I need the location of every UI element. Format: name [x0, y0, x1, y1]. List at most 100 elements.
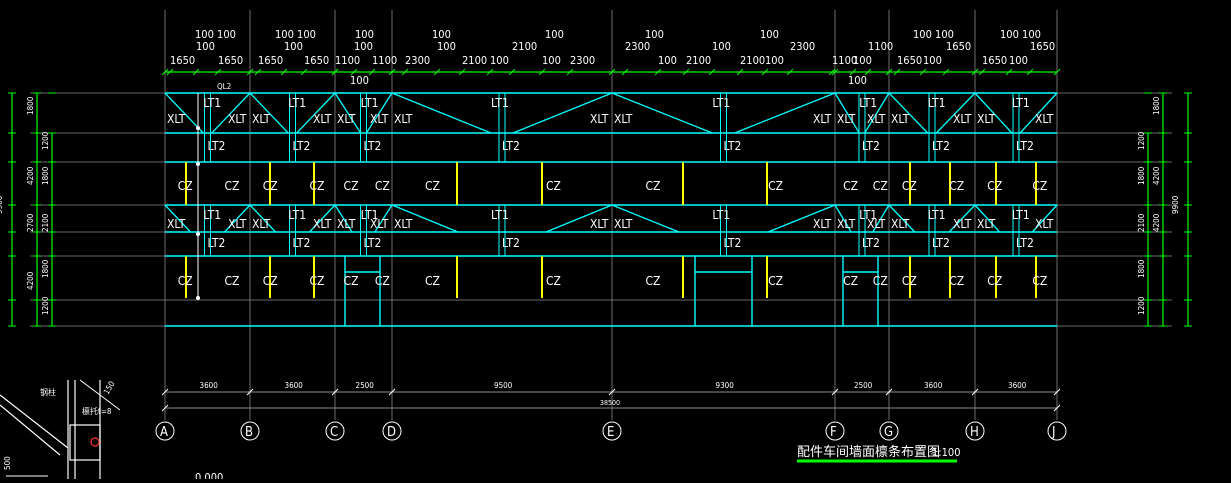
side-dim-text: 1800: [1137, 166, 1146, 185]
top-dim-row2: 1650: [218, 54, 243, 67]
bay-dimension: 9500: [494, 381, 513, 390]
label-cz: CZ: [873, 274, 888, 288]
top-dim-row1: 100: [432, 28, 451, 41]
top-dim-row2: 2300: [790, 40, 815, 53]
label-cz: CZ: [178, 274, 193, 288]
brace-diagonal: [611, 92, 713, 134]
ql2-label: QL2: [217, 82, 231, 91]
axis-label: F: [830, 425, 837, 440]
label-lt1: LT1: [288, 208, 306, 222]
label-cz: CZ: [225, 179, 240, 193]
dim-tick: [566, 68, 574, 76]
label-cz: CZ: [310, 179, 325, 193]
top-dim-row2: 100: [490, 54, 509, 67]
label-lt2: LT2: [1016, 236, 1034, 250]
label-xlt: XLT: [1035, 112, 1054, 126]
brace-diagonal: [249, 204, 276, 233]
label-lt2: LT2: [364, 236, 382, 250]
dim-tick: [682, 68, 690, 76]
detail-bolt: [90, 437, 100, 447]
label-xlt: XLT: [228, 217, 247, 231]
dim-tick: [350, 68, 358, 76]
top-dim-row2: 1650: [304, 54, 329, 67]
dim-tick: [331, 68, 339, 76]
label-cz: CZ: [225, 274, 240, 288]
label-xlt: XLT: [167, 112, 186, 126]
bay-dimension: 9300: [716, 381, 735, 390]
top-dim-below: 100: [350, 74, 369, 87]
label-lt2: LT2: [208, 139, 226, 153]
dim-tick: [1005, 68, 1013, 76]
label-xlt: XLT: [590, 112, 609, 126]
label-cz: CZ: [768, 274, 783, 288]
top-dim-row2: 1650: [1030, 40, 1055, 53]
drawing-title: 配件车间墙面檩条布置图: [797, 444, 940, 460]
brace-diagonal: [334, 204, 353, 233]
dim-tick: [942, 68, 950, 76]
side-dim-text: 1800: [41, 259, 50, 278]
dim-tick: [166, 68, 174, 76]
bay-dimension: 3600: [285, 381, 304, 390]
dim-tick: [1026, 68, 1034, 76]
label-cz: CZ: [902, 179, 917, 193]
label-lt1: LT1: [1012, 96, 1030, 110]
brace-diagonal: [164, 92, 204, 134]
detail-leader: [79, 379, 121, 411]
axis-bubble: [382, 421, 402, 441]
bay-tick: [831, 388, 839, 396]
label-cz: CZ: [1032, 179, 1047, 193]
dim-tick: [736, 68, 744, 76]
brace-diagonal: [365, 92, 393, 134]
label-lt1: LT1: [203, 96, 221, 110]
axis-label: A: [160, 425, 168, 440]
side-dim-text: 1800: [41, 166, 50, 185]
overall-tick: [1053, 404, 1061, 412]
label-cz: CZ: [344, 179, 359, 193]
dim-tick: [254, 68, 262, 76]
top-dim-row2: 100: [853, 54, 872, 67]
label-cz: CZ: [843, 179, 858, 193]
drawing-scale: 1:100: [932, 446, 961, 459]
dim-tick: [885, 68, 893, 76]
label-lt2: LT2: [293, 236, 311, 250]
axis-label: D: [387, 425, 396, 440]
label-cz: CZ: [873, 179, 888, 193]
label-xlt: XLT: [337, 217, 356, 231]
label-xlt: XLT: [167, 217, 186, 231]
dim-tick: [486, 68, 494, 76]
dim-tick: [864, 68, 872, 76]
label-xlt: XLT: [837, 112, 856, 126]
dim-tick: [761, 68, 769, 76]
dim-tick: [849, 68, 857, 76]
dim-tick: [828, 68, 836, 76]
label-xlt: XLT: [590, 217, 609, 231]
label-cz: CZ: [645, 179, 660, 193]
brace-diagonal: [249, 92, 289, 134]
side-dim-text: 9900: [1171, 195, 1180, 214]
brace-diagonal: [734, 92, 836, 134]
label-cz: CZ: [375, 274, 390, 288]
top-dim-row1: 100 100: [275, 28, 316, 41]
dim-tick: [831, 68, 839, 76]
brace-diagonal: [334, 92, 362, 134]
brace-diagonal: [767, 204, 836, 233]
side-dim-text: 1800: [1152, 96, 1161, 115]
brace-diagonal: [391, 92, 492, 134]
label-xlt: XLT: [370, 217, 389, 231]
label-cz: CZ: [1032, 274, 1047, 288]
side-dim-text: 2700: [26, 213, 35, 232]
label-xlt: XLT: [813, 217, 832, 231]
axis-label: B: [245, 425, 253, 440]
label-lt1: LT1: [491, 96, 509, 110]
axis-label: C: [330, 425, 338, 440]
label-lt1: LT1: [712, 208, 730, 222]
overall-tick: [161, 404, 169, 412]
dim-tick: [978, 68, 986, 76]
label-cz: CZ: [645, 274, 660, 288]
label-xlt: XLT: [394, 217, 413, 231]
axis-bubble: [602, 421, 622, 441]
